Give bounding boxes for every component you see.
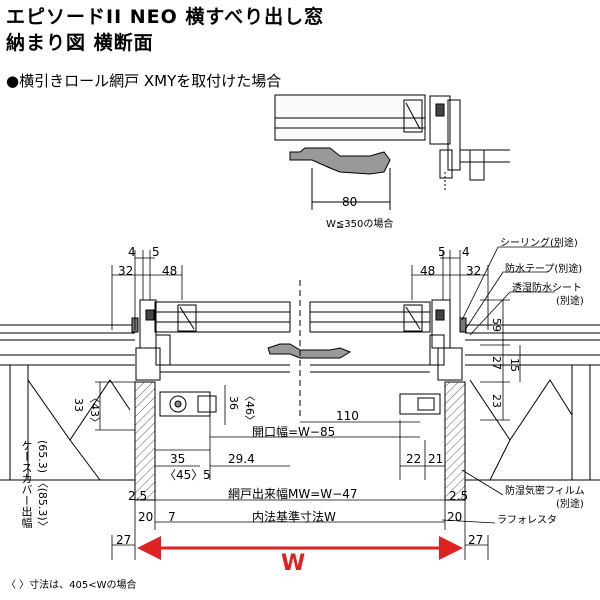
title-line-2: 納まり図 横断面: [6, 32, 154, 54]
dim-2-5-right: 2.5: [449, 489, 469, 503]
dim-20-right: 20: [447, 510, 463, 524]
dim-35: 35: [170, 452, 186, 466]
inset-detail: [274, 94, 510, 210]
dim-48-left: 48: [162, 264, 178, 278]
window-frame: [131, 299, 467, 417]
dim-59: 59: [490, 318, 503, 332]
callout-vapor-film-note: (別途): [556, 499, 584, 510]
dim-29-4: 29.4: [228, 452, 255, 466]
title-line-1: エピソードII NEO 横すべり出し窓: [6, 6, 325, 28]
case-cover-values: (65.3) 〈(85.3)〉: [36, 440, 49, 532]
inset-dim-80: 80: [342, 195, 358, 209]
subtitle: ●横引きロール網戸 XMYを取付けた場合: [6, 72, 282, 90]
dim-43: 〈43〉: [88, 392, 101, 428]
dim-20-left: 20: [138, 510, 154, 524]
dim-21: 21: [428, 452, 444, 466]
dim-15: 15: [508, 358, 521, 372]
dim-27-right: 27: [490, 356, 503, 370]
wall-structure: [0, 324, 600, 481]
dim-48-right: 48: [420, 264, 436, 278]
dim-46: 〈46〉: [243, 390, 256, 426]
right-jamb: [444, 381, 466, 501]
dim-5-left: 5: [152, 245, 160, 259]
inset-note: W≦350の場合: [326, 219, 394, 230]
dim-4-right: 4: [462, 245, 470, 259]
inner-standard: 内法基準寸法W: [252, 510, 336, 524]
dim-27-bottom-left: 27: [116, 533, 132, 547]
callout-breathable-sheet: 透湿防水シート: [512, 283, 582, 294]
dim-22: 22: [406, 452, 422, 466]
dim-23: 23: [490, 394, 503, 408]
dim-36: 36: [227, 396, 240, 410]
w-label: W: [281, 551, 306, 576]
callout-rough-lath: ラフォレスタ: [497, 515, 557, 526]
dim-2-5-left: 2.5: [128, 489, 148, 503]
dimension-lines: [95, 246, 560, 560]
dim-27-bottom-right: 27: [468, 533, 484, 547]
callout-breathable-sheet-note: (別途): [556, 296, 584, 307]
footnote: 〈 〉寸法は、405<Wの場合: [6, 580, 137, 591]
dim-32-left: 32: [118, 264, 134, 278]
dim-4-left: 4: [128, 245, 136, 259]
dim-5-bottom: 5: [203, 468, 211, 482]
dim-5-right: 5: [438, 245, 446, 259]
dim-33: 33: [72, 398, 85, 412]
opening-width: 開口幅=W−85: [252, 425, 336, 439]
dim-7: 7: [168, 510, 176, 524]
callout-sealing: シーリング(別途): [500, 238, 578, 249]
callout-waterproof-tape: 防水テープ(別途): [505, 264, 583, 275]
dim-110: 110: [336, 409, 359, 423]
left-jamb: [134, 381, 156, 501]
dim-32-right: 32: [466, 264, 482, 278]
screen-width: 網戸出来幅MW=W−47: [228, 487, 358, 501]
case-cover-label: ケースカバー出幅: [20, 440, 33, 528]
dim-45: 〈45〉: [164, 468, 204, 482]
callout-vapor-film: 防湿気密フィルム: [505, 486, 585, 497]
